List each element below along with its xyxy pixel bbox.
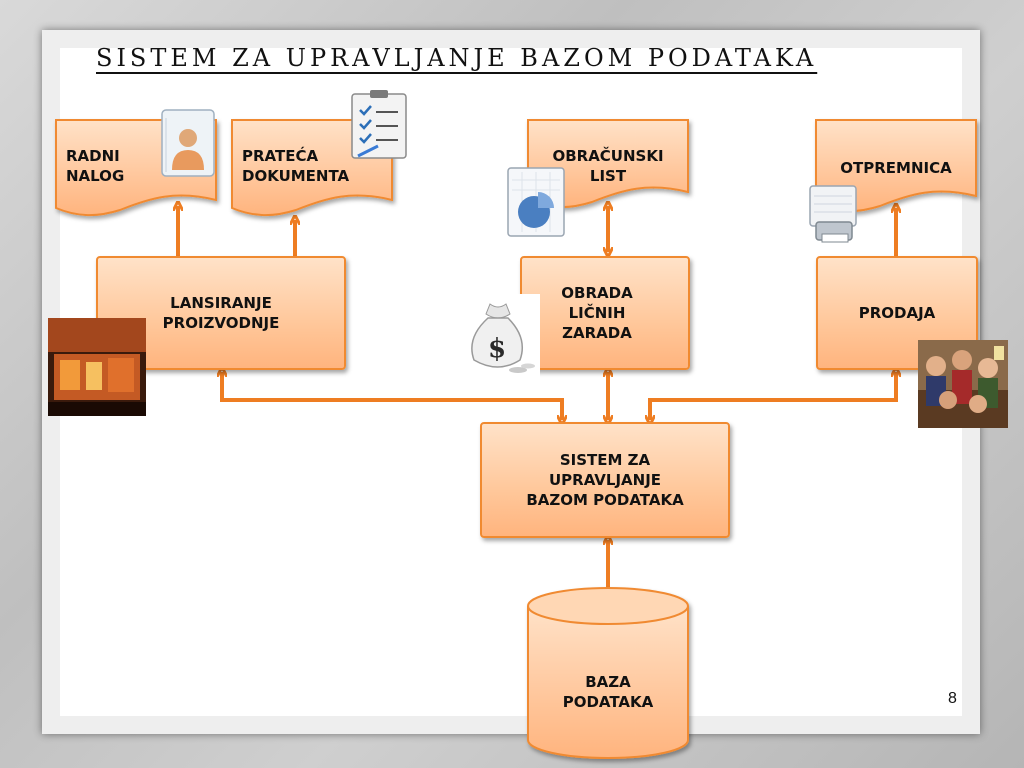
process-lansiranje-proizvodnje: LANSIRANJE PROIZVODNJE (96, 256, 346, 370)
database-line2: PODATAKA (562, 693, 654, 711)
dbms-box: SISTEM ZA UPRAVLJANJE BAZOM PODATAKA (480, 422, 730, 538)
obrada-line3: ZARADA (562, 324, 632, 342)
money-bag-icon: $ (458, 294, 540, 378)
dbms-line3: BAZOM PODATAKA (526, 491, 684, 509)
svg-text:$: $ (488, 334, 506, 364)
doc-otpremnica: OTPREMNICA (840, 159, 952, 177)
doc-obracunski-line2: LIST (589, 167, 627, 185)
process-obrada-licnih-zarada: OBRADA LIČNIH ZARADA (520, 256, 690, 370)
crowd-photo (918, 340, 1008, 428)
pie-chart-icon (507, 167, 565, 237)
database-cylinder (527, 587, 689, 759)
doc-radni-nalog-line1: RADNI (66, 147, 120, 165)
database-label: BAZA PODATAKA (528, 672, 688, 712)
lansiranje-line2: PROIZVODNJE (162, 314, 280, 332)
lansiranje-line1: LANSIRANJE (170, 294, 272, 312)
dbms-line1: SISTEM ZA (559, 451, 651, 469)
doc-obracunski-line1: OBRAČUNSKI (552, 147, 664, 165)
arrow-lansiranje-dbms (220, 390, 562, 420)
page-number: 8 (948, 690, 957, 707)
checklist-icon (351, 90, 407, 159)
factory-photo (48, 318, 146, 416)
doc-obracunski-list: OBRAČUNSKI LIST (528, 146, 688, 186)
dbms-line2: UPRAVLJANJE (548, 471, 662, 489)
obrada-line2: LIČNIH (568, 304, 626, 322)
doc-prateca-dokumenta: PRATEĆA DOKUMENTA (242, 146, 349, 186)
doc-radni-nalog-line2: NALOG (66, 167, 125, 185)
doc-prateca-line2: DOKUMENTA (242, 167, 350, 185)
contact-card-icon (161, 109, 215, 177)
database-line1: BAZA (585, 673, 631, 691)
slide-title: SISTEM ZA UPRAVLJANJE BAZOM PODATAKA (96, 44, 818, 72)
arrow-prodaja-dbms (650, 390, 898, 420)
obrada-line1: OBRADA (561, 284, 633, 302)
doc-radni-nalog: RADNI NALOG (66, 146, 124, 186)
prodaja-label: PRODAJA (858, 304, 936, 322)
doc-prateca-line1: PRATEĆA (242, 147, 319, 165)
printer-icon (809, 185, 857, 243)
